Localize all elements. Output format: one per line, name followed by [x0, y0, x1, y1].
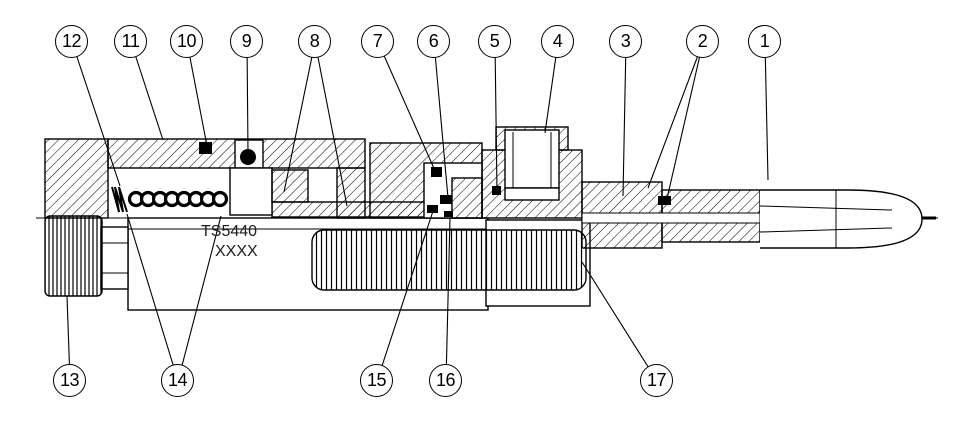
- callout-balloon-17: 17: [640, 364, 673, 397]
- seal-6: [440, 195, 452, 204]
- callout-balloon-8: 8: [298, 25, 331, 58]
- nose-piece: [760, 189, 923, 249]
- seal-7: [431, 167, 442, 177]
- callout-balloon-14: 14: [161, 364, 194, 397]
- callout-balloon-5: 5: [478, 25, 511, 58]
- callout-balloon-2: 2: [686, 25, 719, 58]
- callout-balloon-15: 15: [360, 364, 393, 397]
- callout-balloon-11: 11: [114, 25, 147, 58]
- callout-balloon-12: 12: [55, 25, 88, 58]
- step-ring: [100, 226, 129, 290]
- shaft-upper-1: [581, 181, 663, 219]
- shaft-bore: [581, 212, 761, 224]
- callout-balloon-4: 4: [541, 25, 574, 58]
- coil-spring: [111, 186, 229, 213]
- leader-lines: [66, 41, 769, 382]
- callout-balloon-16: 16: [429, 364, 462, 397]
- body-geometry: [44, 126, 923, 311]
- callout-balloon-9: 9: [230, 25, 263, 58]
- callout-balloon-13: 13: [53, 364, 86, 397]
- knurled-end-cap: [44, 215, 103, 297]
- cavity-insert: [451, 177, 483, 219]
- seal-15: [427, 205, 438, 213]
- seal-2: [658, 196, 671, 205]
- callout-balloon-1: 1: [748, 25, 781, 58]
- serial-placeholder-label: XXXX: [215, 243, 258, 260]
- plug: [504, 129, 560, 189]
- seal-16: [444, 211, 453, 217]
- callout-balloon-7: 7: [361, 25, 394, 58]
- piston-guide: [229, 167, 273, 216]
- left-cap-section: [44, 138, 109, 219]
- callout-balloon-10: 10: [170, 25, 203, 58]
- model-number-label: TS5440: [201, 223, 258, 240]
- set-screw: [199, 142, 212, 154]
- detent-ball: [240, 149, 256, 165]
- callout-balloon-6: 6: [417, 25, 450, 58]
- inner-block: [271, 169, 309, 203]
- callout-balloon-3: 3: [609, 25, 642, 58]
